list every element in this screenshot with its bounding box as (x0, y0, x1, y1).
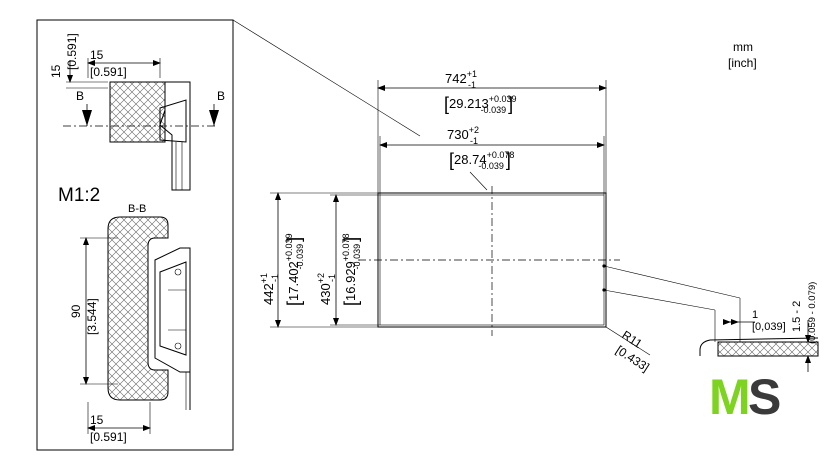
edge-detail: 1 [0,039] 1.5 - 2 (0.059 - 0.079) (603, 265, 819, 372)
section-b-b: 90 [3.544] 15 [0.591] (69, 216, 191, 444)
ms-logo: M S (709, 369, 781, 425)
top-section: B B 15 [0.591] 15 [0.591] (49, 33, 225, 191)
top-width-value: 15 (90, 48, 104, 62)
detail-frame (36, 19, 234, 451)
top-frame-profile (159, 81, 191, 191)
seal-cross-section (107, 216, 169, 401)
logo-letter-m: M (709, 369, 751, 425)
top-seal-profile (109, 81, 166, 143)
section-arrow-left (82, 110, 92, 126)
height-inch: [3.544] (85, 298, 99, 335)
gap-inch: [0,039] (752, 321, 786, 333)
inner-height-label: 430+2-1 (316, 273, 337, 305)
gap-value: 1 (752, 309, 758, 321)
edge-hatch (717, 341, 819, 357)
front-view: 742+1-1 [29.213+0.039-0.039] 730+2-1 [28… (259, 69, 652, 375)
section-arrow-right (209, 110, 219, 126)
radius-leader (605, 326, 651, 356)
outer-height-inch: [17.402+0.039-0.039] (284, 233, 305, 306)
thickness-inch: (0.059 - 0.079) (807, 282, 818, 344)
units-inch: [inch] (728, 56, 757, 70)
detail-leader-line (232, 19, 421, 137)
scale-label: M1:2 (58, 185, 100, 206)
inner-width-label: 730+2-1 (447, 125, 479, 146)
units-mm: mm (733, 40, 753, 54)
outer-width-label: 742+1-1 (445, 69, 477, 90)
thickness-value: 1.5 - 2 (791, 301, 803, 332)
top-height-value: 15 (49, 64, 63, 78)
top-height-inch: [0.591] (65, 33, 79, 70)
outer-height-label: 442+1-1 (259, 273, 280, 305)
section-mark-left: B (76, 89, 84, 103)
detail-view: B B 15 [0.591] 15 [0.591] M1:2 B-B (36, 19, 421, 451)
bottom-width-value: 15 (90, 413, 104, 427)
inner-height-inch: [16.929+0.078-0.039] (341, 233, 362, 306)
section-mark-right: B (217, 89, 225, 103)
section-title: B-B (128, 203, 146, 215)
logo-letter-s: S (748, 369, 781, 425)
inner-width-inch: [28.74+0.078-0.039] (449, 150, 514, 171)
top-width-inch: [0.591] (90, 65, 127, 79)
outer-width-inch: [29.213+0.039-0.039] (444, 94, 517, 115)
bottom-width-inch: [0.591] (90, 430, 127, 444)
height-value: 90 (69, 304, 83, 318)
top-glass-edge (159, 99, 187, 143)
